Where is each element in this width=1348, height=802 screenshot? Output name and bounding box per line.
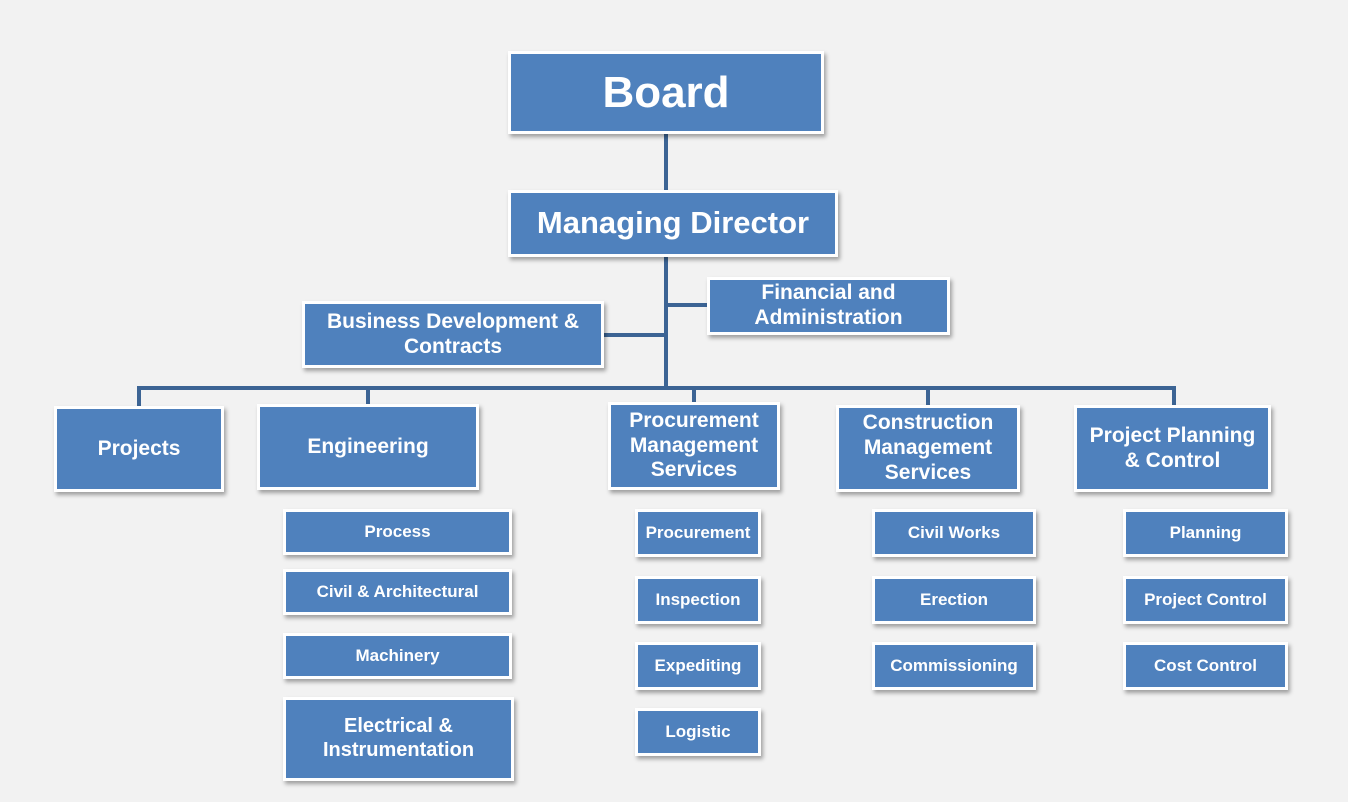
projects-label: Projects (97, 436, 181, 460)
financial-administration-label-line-2: Administration (754, 306, 903, 329)
procurement-services-label-line-1: Procurement (629, 408, 759, 432)
construction-management-services-box: Construction Management Services (836, 405, 1020, 492)
expediting-label: Expediting (654, 655, 742, 675)
logistic-box: Logistic (635, 708, 761, 756)
procurement-box: Procurement (635, 509, 761, 557)
machinery-label: Machinery (355, 645, 440, 665)
civil-architectural-box: Civil & Architectural (283, 569, 512, 615)
board-label: Board (602, 67, 730, 117)
electrical-instrumentation-label-line-2: Instrumentation (322, 739, 475, 761)
financial-administration-label-line-1: Financial and (761, 281, 896, 305)
planning-control-label-line-2: & Control (1124, 448, 1221, 472)
managing-director-box: Managing Director (508, 190, 838, 257)
civil-works-box: Civil Works (872, 509, 1036, 557)
business-development-box: Business Development & Contracts (302, 301, 604, 368)
logistic-label: Logistic (665, 721, 731, 741)
managing-director-label: Managing Director (536, 205, 810, 241)
construction-services-label-line-3: Services (884, 460, 972, 484)
business-development-label-line-2: Contracts (403, 334, 503, 358)
procurement-services-label-line-3: Services (650, 458, 738, 482)
commissioning-label: Commissioning (890, 655, 1018, 675)
inspection-box: Inspection (635, 576, 761, 624)
construction-services-label-line-1: Construction (862, 411, 994, 435)
process-label: Process (364, 521, 431, 541)
project-control-label: Project Control (1144, 589, 1267, 609)
cost-control-box: Cost Control (1123, 642, 1288, 690)
inspection-label: Inspection (655, 589, 741, 609)
engineering-box: Engineering (257, 404, 479, 490)
procurement-management-services-box: Procurement Management Services (608, 402, 780, 490)
electrical-instrumentation-box: Electrical & Instrumentation (283, 697, 514, 781)
civil-works-label: Civil Works (907, 522, 1001, 542)
civil-architectural-label: Civil & Architectural (316, 581, 479, 601)
process-box: Process (283, 509, 512, 555)
erection-label: Erection (919, 589, 989, 609)
construction-services-label-line-2: Management (863, 436, 993, 460)
project-planning-control-box: Project Planning & Control (1074, 405, 1271, 492)
board-box: Board (508, 51, 824, 134)
cost-control-label: Cost Control (1154, 655, 1257, 675)
financial-administration-box: Financial and Administration (707, 277, 950, 335)
procurement-services-label-line-2: Management (629, 433, 759, 457)
planning-box: Planning (1123, 509, 1288, 557)
projects-box: Projects (54, 406, 224, 492)
erection-box: Erection (872, 576, 1036, 624)
machinery-box: Machinery (283, 633, 512, 679)
electrical-instrumentation-label-line-1: Electrical & (344, 715, 453, 738)
expediting-box: Expediting (635, 642, 761, 690)
business-development-label-line-1: Business Development & (326, 309, 580, 333)
procurement-label: Procurement (645, 522, 751, 542)
planning-control-label-line-1: Project Planning (1089, 423, 1256, 447)
commissioning-box: Commissioning (872, 642, 1036, 690)
project-control-box: Project Control (1123, 576, 1288, 624)
planning-label: Planning (1169, 522, 1242, 542)
engineering-label: Engineering (307, 434, 429, 458)
